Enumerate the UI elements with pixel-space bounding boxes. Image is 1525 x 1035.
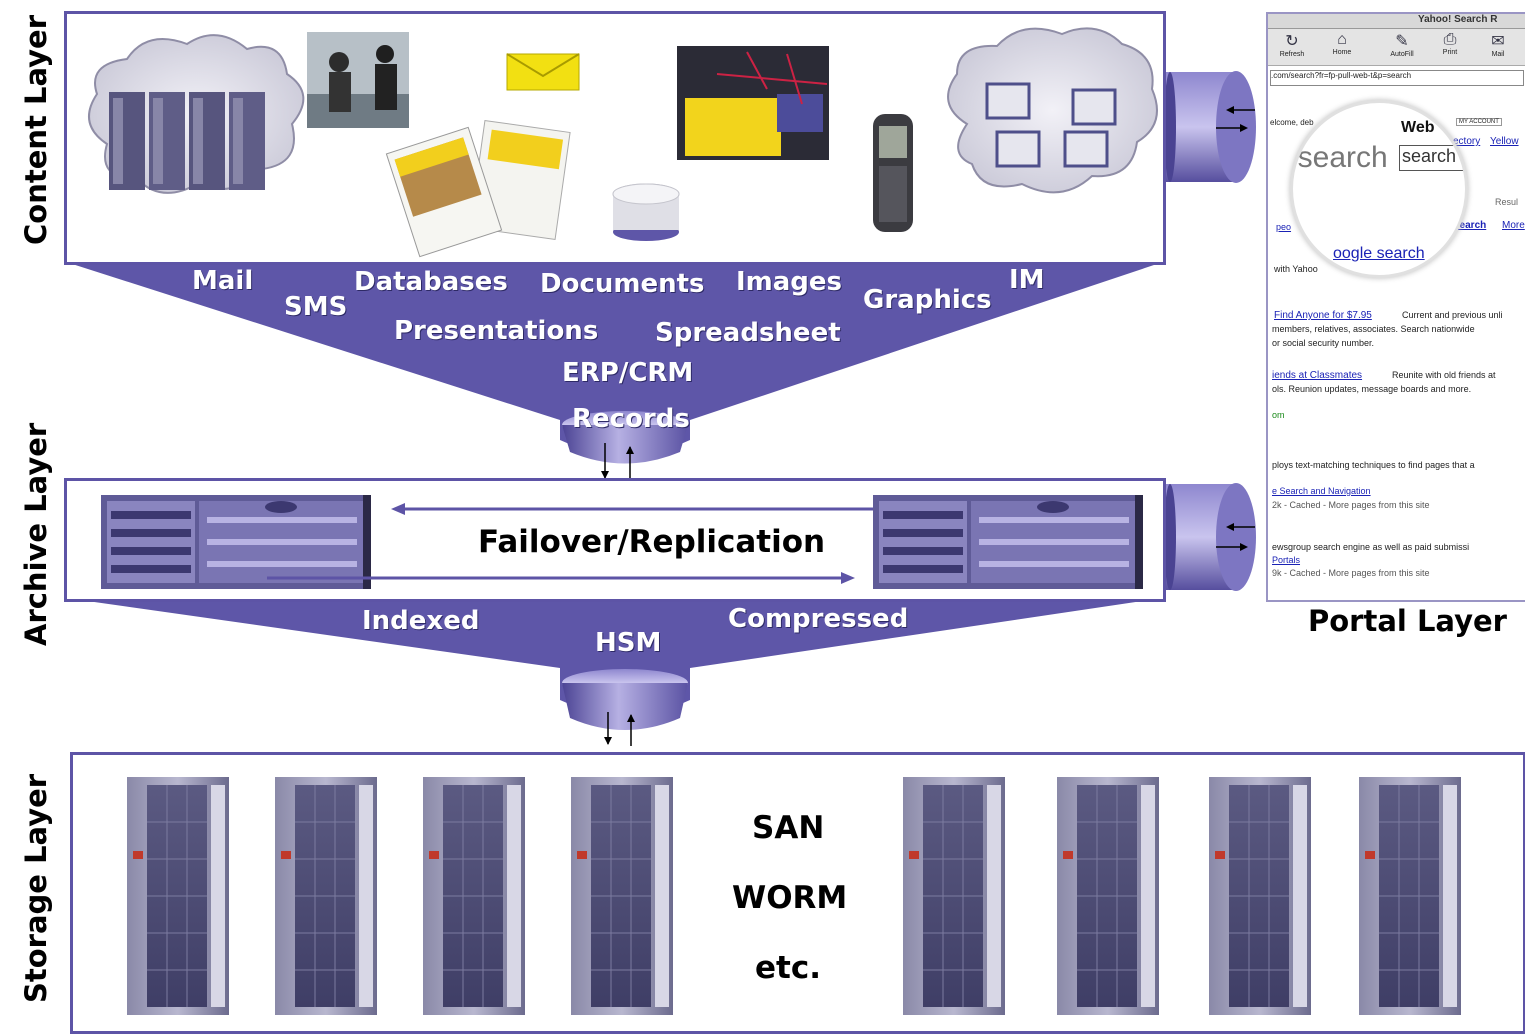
storage-racks <box>127 777 1461 1015</box>
welcome-text: elcome, deb <box>1270 118 1314 127</box>
category-images: Images <box>736 267 843 297</box>
documents-icon <box>385 119 571 258</box>
content-funnel <box>66 262 1163 455</box>
storage-worm: WORM <box>732 880 848 916</box>
search-link[interactable]: search <box>1454 220 1487 231</box>
failover-replication-label: Failover/Replication <box>478 524 826 560</box>
result2-text-2: ols. Reunion updates, message boards and… <box>1272 384 1472 394</box>
category-erp-crm: ERP/CRM <box>562 358 694 388</box>
yellow-link[interactable]: Yellow <box>1490 136 1519 147</box>
search-input[interactable]: search <box>1399 145 1465 171</box>
archive-server-right-icon <box>873 495 1143 589</box>
meeting-photo-icon <box>307 32 409 128</box>
category-sms: SMS <box>284 292 348 322</box>
result2-url: om <box>1272 410 1285 420</box>
archive-servers <box>101 495 1143 589</box>
storage-rack-icon <box>1057 777 1159 1015</box>
category-spreadsheet: Spreadsheet <box>655 318 841 348</box>
result4-meta: 9k - Cached - More pages from this site <box>1272 568 1430 578</box>
category-mail: Mail <box>192 266 254 296</box>
archive-compressed: Compressed <box>728 604 909 634</box>
category-documents: Documents <box>540 269 705 299</box>
result1-link[interactable]: Find Anyone for $7.95 <box>1274 310 1372 321</box>
storage-layer-box <box>70 752 1525 1034</box>
category-records: Records <box>572 404 690 434</box>
portal-search-screenshot: Yahoo! Search R ↻ Refresh ⌂ Home ✎ AutoF… <box>1266 12 1525 602</box>
storage-rack-icon <box>275 777 377 1015</box>
autofill-icon: ✎ <box>1395 33 1409 50</box>
content-layer-label: Content Layer <box>19 14 53 245</box>
refresh-icon: ↻ <box>1285 33 1299 50</box>
toolbar-print[interactable]: ⎙ Print <box>1432 31 1468 56</box>
portal-layer-label: Portal Layer <box>1308 604 1507 638</box>
directory-link[interactable]: ectory <box>1453 136 1481 147</box>
mail-icon: ✉ <box>1491 33 1505 50</box>
browser-toolbar: ↻ Refresh ⌂ Home ✎ AutoFill ⎙ Print ✉ Ma… <box>1268 29 1525 66</box>
magnifier-lens: Web esearch search oogle search <box>1290 100 1468 278</box>
toolbar-autofill[interactable]: ✎ AutoFill <box>1382 31 1422 58</box>
category-presentations: Presentations <box>394 316 599 346</box>
search-logo: esearch <box>1290 141 1388 174</box>
presentation-image-icon <box>677 46 829 160</box>
browser-titlebar: Yahoo! Search R <box>1268 14 1525 29</box>
print-icon: ⎙ <box>1443 31 1457 48</box>
category-databases: Databases <box>354 267 508 297</box>
mobile-phone-icon <box>873 114 913 232</box>
archive-indexed: Indexed <box>362 606 480 636</box>
result2-text-1: Reunite with old friends at <box>1392 370 1496 380</box>
storage-rack-icon <box>571 777 673 1015</box>
browser-title: Yahoo! Search R <box>1418 14 1498 25</box>
database-icon <box>612 183 680 241</box>
content-portal-connector <box>1164 71 1256 183</box>
tab-web[interactable]: Web <box>1401 119 1435 136</box>
envelope-icon <box>506 53 580 91</box>
storage-etc: etc. <box>755 950 821 986</box>
category-im: IM <box>1009 265 1045 295</box>
result1-text-1: Current and previous unli <box>1402 310 1503 320</box>
instant-messaging-cloud-icon <box>947 27 1158 194</box>
home-icon: ⌂ <box>1337 31 1347 48</box>
content-items <box>88 27 1158 258</box>
result4-link[interactable]: Portals <box>1272 555 1301 565</box>
storage-rack-icon <box>423 777 525 1015</box>
archive-layer-box <box>64 478 1166 602</box>
archive-layer-label: Archive Layer <box>19 422 53 646</box>
result3-text: ploys text-matching techniques to find p… <box>1272 460 1475 470</box>
server-cloud-icon <box>88 34 305 194</box>
results-label: Resul <box>1495 197 1519 207</box>
content-layer-box <box>64 11 1166 265</box>
result3-meta: 2k - Cached - More pages from this site <box>1272 500 1430 510</box>
toolbar-home[interactable]: ⌂ Home <box>1324 31 1360 56</box>
result1-text-2: members, relatives, associates. Search n… <box>1272 324 1475 334</box>
google-search-link[interactable]: oogle search <box>1333 245 1425 262</box>
result4-text: ewsgroup search engine as well as paid s… <box>1272 542 1470 552</box>
more-link[interactable]: More <box>1502 220 1525 231</box>
result2-link[interactable]: iends at Classmates <box>1272 370 1363 381</box>
storage-rack-icon <box>1359 777 1461 1015</box>
address-bar[interactable]: .com/search?fr=fp-pull-web-t&p=search <box>1270 70 1524 86</box>
result3-link[interactable]: e Search and Navigation <box>1272 486 1371 496</box>
toolbar-refresh[interactable]: ↻ Refresh <box>1274 31 1310 58</box>
archive-hsm: HSM <box>595 628 662 658</box>
archive-portal-connector <box>1164 483 1256 591</box>
result1-text-3: or social security number. <box>1272 338 1375 348</box>
storage-rack-icon <box>127 777 229 1015</box>
archive-funnel <box>66 598 1163 715</box>
storage-rack-icon <box>1209 777 1311 1015</box>
toolbar-mail[interactable]: ✉ Mail <box>1480 31 1516 58</box>
storage-layer-label: Storage Layer <box>19 773 53 1003</box>
with-yahoo-text: with Yahoo <box>1274 264 1318 274</box>
storage-rack-icon <box>903 777 1005 1015</box>
storage-san: SAN <box>752 810 825 846</box>
category-graphics: Graphics <box>863 285 992 315</box>
people-link[interactable]: peo <box>1276 222 1292 232</box>
archive-server-left-icon <box>101 495 371 589</box>
my-account-button[interactable]: MY ACCOUNT <box>1456 118 1502 126</box>
